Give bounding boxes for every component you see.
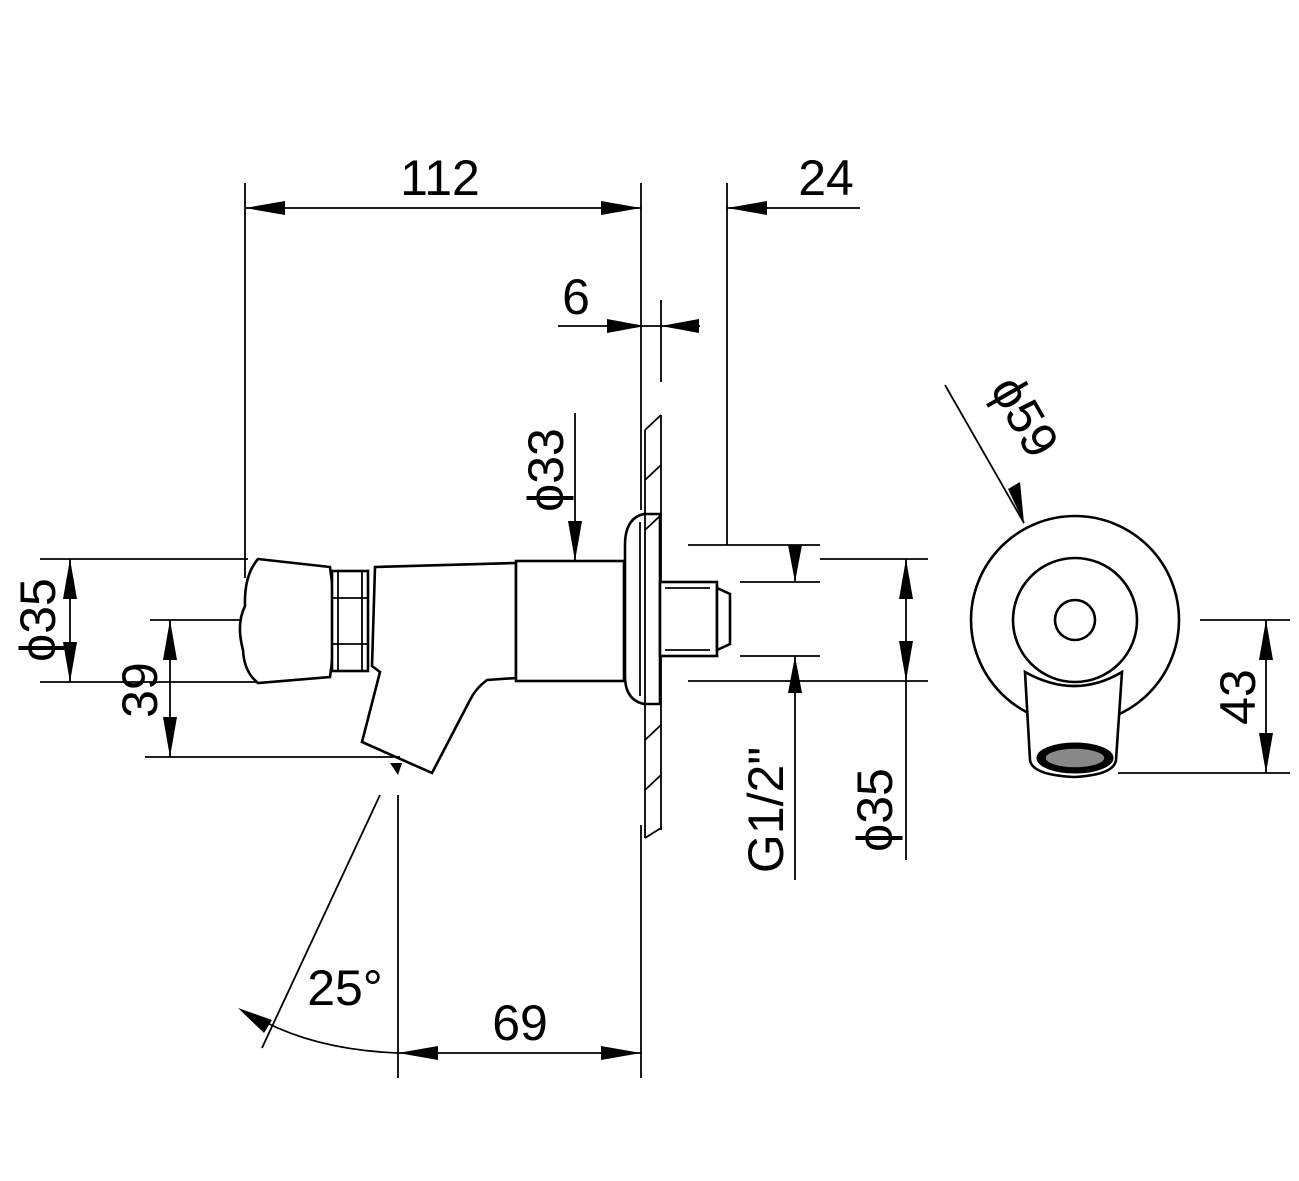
dim-spout-angle: 25°	[307, 960, 383, 1016]
dim-rosette-diameter: ϕ59	[980, 366, 1070, 466]
valve-body	[360, 561, 518, 775]
dim-plate-thickness: 6	[562, 269, 590, 325]
dim-connector-diameter: ϕ35	[847, 768, 903, 852]
dimension-labels: 112 24 6 ϕ33 ϕ35 39 G1/2" ϕ35 25° 69 ϕ59…	[10, 150, 1266, 1051]
front-button-inner	[1053, 598, 1097, 642]
dim-front-height: 43	[1210, 669, 1266, 725]
button-collar	[330, 569, 370, 673]
dim-thread: G1/2"	[738, 747, 794, 873]
wall-body-section	[514, 559, 626, 683]
dimension-lines	[40, 183, 1290, 1078]
threaded-connector	[658, 580, 732, 658]
dim-spout-height: 39	[112, 662, 168, 718]
wall-rosette	[623, 512, 662, 706]
push-button	[238, 557, 336, 685]
front-view	[969, 514, 1181, 779]
dim-button-diameter: ϕ35	[10, 578, 66, 662]
dim-projection: 24	[798, 150, 854, 206]
dim-body-diameter: ϕ33	[518, 428, 574, 512]
dim-overall-length: 112	[400, 150, 480, 206]
dim-spout-offset: 69	[492, 995, 548, 1051]
side-view	[238, 414, 732, 839]
